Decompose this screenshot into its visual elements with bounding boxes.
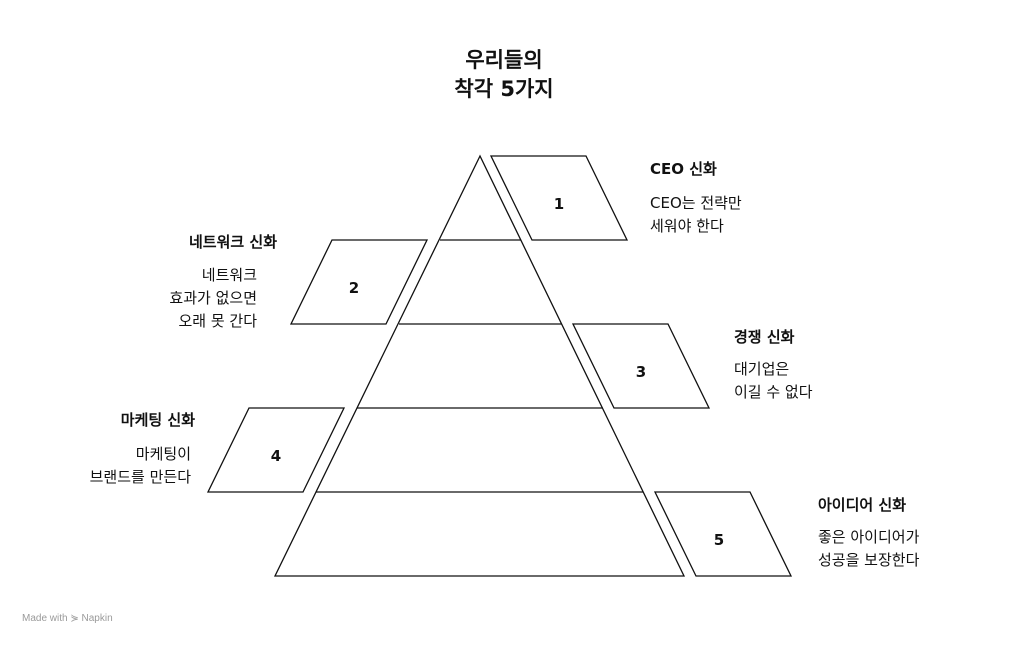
tag-box-4 [206,407,346,493]
layer-desc-4: 마케팅이 브랜드를 만든다 [90,443,191,489]
layer-label-3: 경쟁 신화 [734,328,795,346]
layer-desc-3-line-1: 대기업은 [734,360,790,378]
layer-label-5: 아이디어 신화 [818,496,907,514]
title-line-1: 우리들의 [465,48,543,72]
layer-desc-4-line-1: 마케팅이 [135,445,191,463]
layer-desc-2: 네트워크 효과가 없으면 오래 못 간다 [169,264,257,333]
layer-desc-4-line-2: 브랜드를 만든다 [89,468,191,486]
layer-number-1: 1 [553,195,565,213]
layer-desc-5-line-2: 성공을 보장한다 [818,551,920,569]
layer-desc-2-line-1: 네트워크 [201,266,257,284]
layer-desc-2-line-3: 오래 못 간다 [178,312,257,330]
tag-box-5 [653,491,793,577]
layer-desc-2-line-2: 효과가 없으면 [169,289,257,307]
pyramid-outline [273,154,686,577]
tag-box-3 [571,323,711,409]
layer-number-3: 3 [635,363,647,381]
layer-desc-1-line-2: 세워야 한다 [650,217,724,235]
tag-box-1 [489,155,629,241]
layer-desc-3: 대기업은 이길 수 없다 [734,358,813,404]
layer-desc-1-line-1: CEO는 전략만 [650,194,742,212]
layer-label-4: 마케팅 신화 [120,411,195,429]
layer-number-2: 2 [348,279,360,297]
layer-desc-5-line-1: 좋은 아이디어가 [818,528,920,546]
layer-number-4: 4 [270,447,282,465]
title-line-2: 착각 5가지 [454,77,554,101]
diagram-title: 우리들의 착각 5가지 [404,46,604,104]
layer-label-1: CEO 신화 [650,160,717,178]
layer-desc-5: 좋은 아이디어가 성공을 보장한다 [818,526,919,572]
layer-desc-1: CEO는 전략만 세워야 한다 [650,192,742,238]
layer-number-5: 5 [713,531,725,549]
layer-label-2: 네트워크 신화 [188,233,277,251]
layer-desc-3-line-2: 이길 수 없다 [734,383,813,401]
napkin-watermark: Made with ⋟ Napkin [22,613,113,624]
tag-box-2 [289,239,429,325]
